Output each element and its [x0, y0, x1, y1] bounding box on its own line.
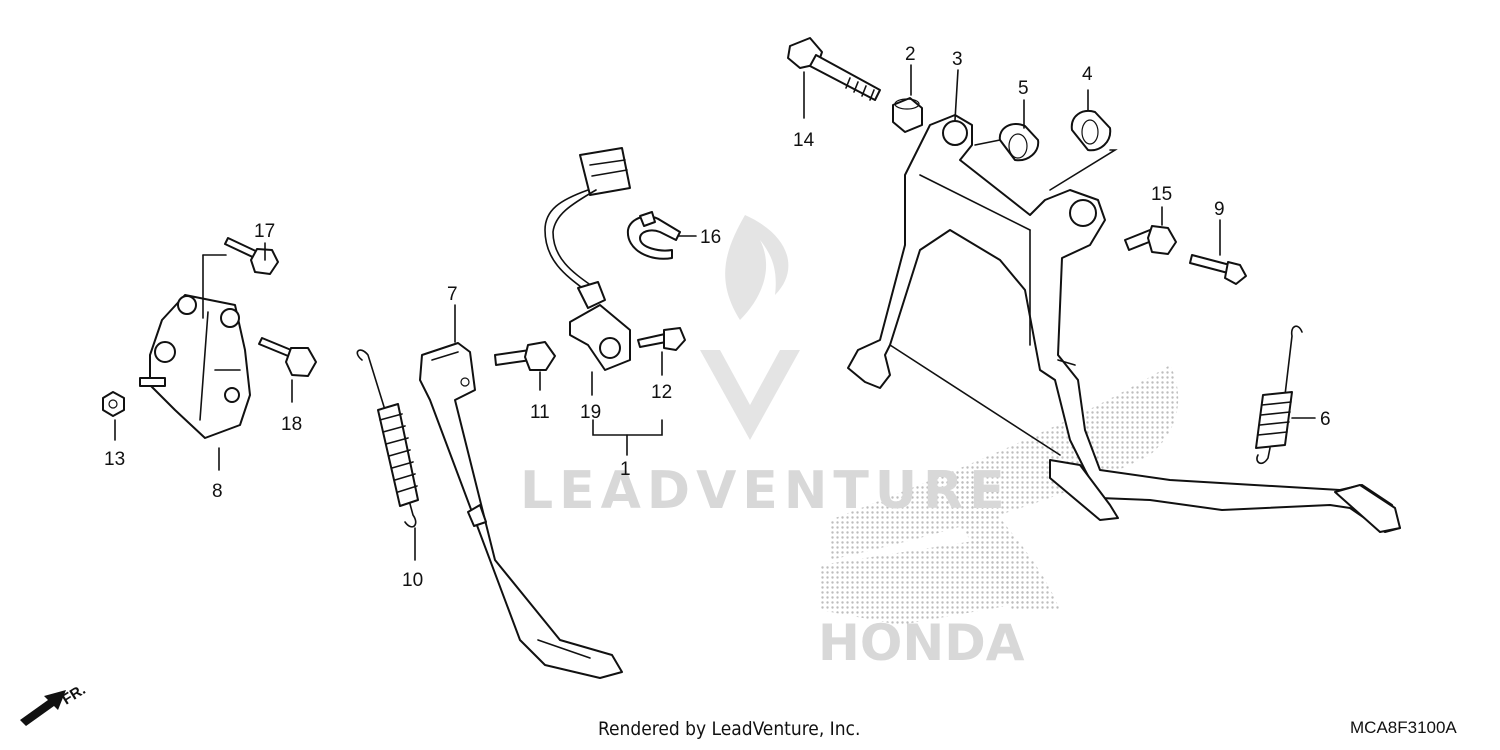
leader-lines [114, 64, 1316, 561]
bracket-plate-part [139, 294, 251, 439]
bolt-14-part [787, 37, 881, 101]
callout-3: 3 [952, 49, 963, 70]
leadventure-logo-watermark [700, 215, 800, 440]
screw-9-part [1189, 254, 1247, 285]
spring-10-part [356, 349, 419, 528]
leadventure-watermark: LEADVENTURE [520, 461, 1011, 521]
front-direction-arrow: FR. [20, 681, 89, 726]
render-credit: Rendered by LeadVenture, Inc. [598, 718, 861, 740]
callout-11: 11 [530, 402, 550, 423]
screw-12-part [637, 327, 686, 351]
callout-17: 17 [254, 221, 275, 242]
callout-1: 1 [620, 459, 631, 480]
callout-2: 2 [905, 44, 916, 65]
main-stand-part [847, 114, 1401, 533]
bolt-17-part [224, 237, 279, 275]
bushing-4-part [1070, 110, 1112, 152]
spring-6-part [1255, 325, 1303, 465]
nut-part [102, 391, 125, 417]
bolt-18-part [258, 337, 317, 377]
drawing-code: MCA8F3100A [1350, 718, 1457, 737]
honda-brand-watermark: HONDA [818, 614, 1025, 672]
callout-12: 12 [651, 382, 672, 403]
callout-8: 8 [212, 481, 223, 502]
bushing-5-part [998, 122, 1040, 162]
callout-4: 4 [1082, 64, 1093, 85]
callout-19: 19 [580, 402, 601, 423]
callout-5: 5 [1018, 78, 1029, 99]
callout-16: 16 [700, 227, 721, 248]
callout-10: 10 [402, 570, 423, 591]
bolt-15-part [1124, 225, 1177, 255]
front-direction-label: FR. [59, 681, 89, 708]
collar-2-part [892, 97, 923, 133]
bolt-11-part [494, 341, 556, 371]
side-stand-part [419, 342, 623, 679]
callout-15: 15 [1151, 184, 1172, 205]
callout-9: 9 [1214, 199, 1225, 220]
callout-18: 18 [281, 414, 302, 435]
callout-14: 14 [793, 130, 815, 151]
callout-13: 13 [104, 449, 125, 470]
callout-6: 6 [1320, 409, 1331, 430]
callout-7: 7 [447, 284, 458, 305]
side-stand-switch-part [544, 147, 631, 371]
wire-clamp-part [626, 211, 681, 260]
honda-wing-watermark [820, 365, 1179, 625]
